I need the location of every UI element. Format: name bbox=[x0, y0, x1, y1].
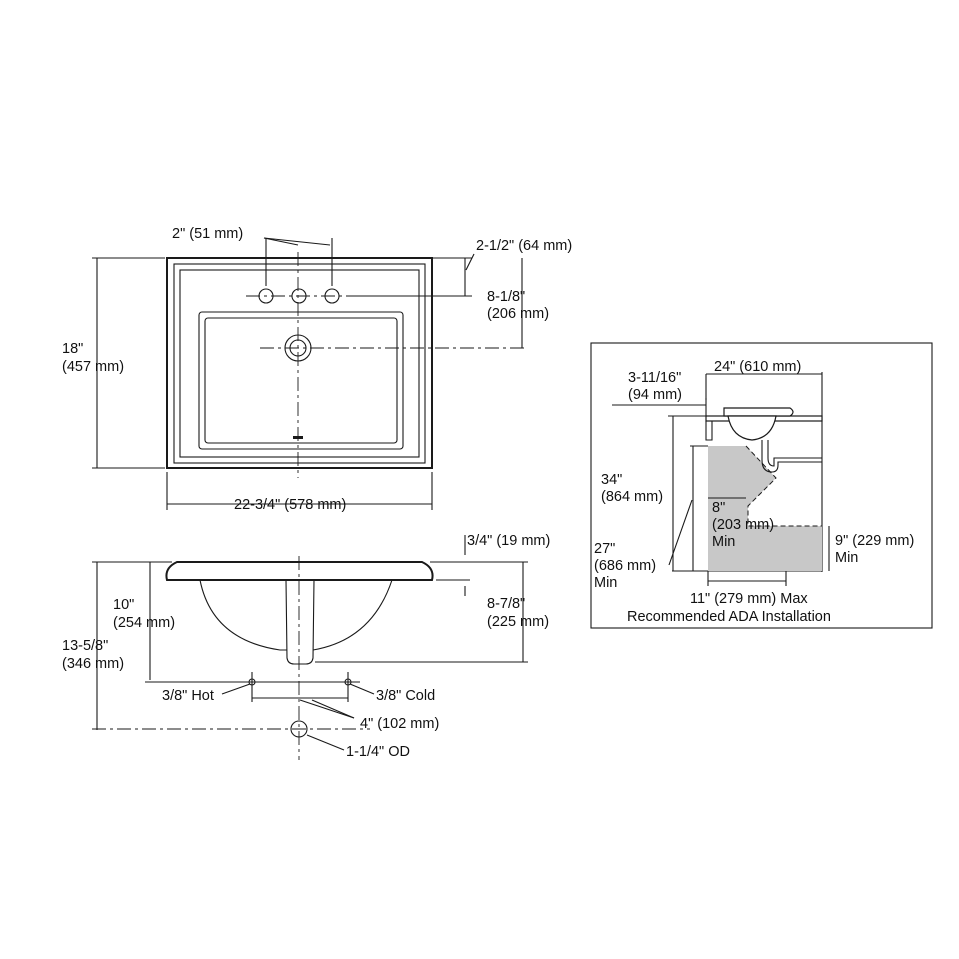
ada-frame bbox=[590, 342, 933, 629]
label-drain-offset-mm: (206 mm) bbox=[487, 306, 549, 322]
supply-leader-2 bbox=[311, 699, 355, 719]
ada-inset bbox=[590, 342, 933, 629]
knee-height-leader bbox=[668, 499, 693, 566]
hole-leader-2 bbox=[263, 237, 331, 246]
trap-outer bbox=[767, 440, 822, 467]
outlet-circle bbox=[290, 720, 308, 738]
counter-apron bbox=[705, 421, 713, 441]
label-rim-setback: 2-1/2" (64 mm) bbox=[476, 238, 572, 254]
drain-tail bbox=[285, 579, 315, 665]
rim-outer bbox=[173, 263, 426, 464]
label-ada-rim-height-in: 34" bbox=[601, 472, 622, 488]
label-hole-spacing: 2" (51 mm) bbox=[172, 226, 243, 242]
outlet-leader bbox=[306, 734, 345, 751]
bowl-outer bbox=[198, 311, 404, 450]
label-drain-offset-in: 8-1/8" bbox=[487, 289, 525, 305]
cold-leader bbox=[349, 683, 375, 695]
label-ada-caption: Recommended ADA Installation bbox=[627, 609, 831, 625]
sink-rim-profile bbox=[165, 561, 434, 581]
label-ada-max-depth: 11" (279 mm) Max bbox=[690, 591, 808, 607]
label-depth-in: 18" bbox=[62, 341, 83, 357]
label-bowl-depth-in: 10" bbox=[113, 597, 134, 613]
label-ada-toe-height: 9" (229 mm) bbox=[835, 533, 914, 549]
label-ada-knee-height-min: Min bbox=[594, 575, 617, 591]
label-ada-knee-depth-mm: (203 mm) bbox=[712, 517, 774, 533]
hot-leader bbox=[221, 683, 251, 695]
sink-outline bbox=[166, 257, 433, 469]
rim-inner bbox=[179, 269, 420, 458]
supply-leader-1 bbox=[299, 699, 355, 719]
bowl-profile bbox=[199, 579, 393, 651]
clearance-zone bbox=[708, 446, 822, 571]
label-ada-sink-depth: 24" (610 mm) bbox=[714, 359, 801, 375]
setback-leader bbox=[465, 253, 475, 271]
label-overall-in: 13-5/8" bbox=[62, 638, 108, 654]
label-ada-setback-mm: (94 mm) bbox=[628, 387, 682, 403]
top-view bbox=[92, 237, 526, 510]
label-ada-setback-in: 3-11/16" bbox=[628, 370, 681, 386]
label-ada-knee-depth-in: 8" bbox=[712, 500, 725, 516]
ada-sink-rim bbox=[723, 407, 794, 417]
label-ada-knee-depth-min: Min bbox=[712, 534, 735, 550]
label-cold: 3/8" Cold bbox=[376, 688, 435, 704]
label-width: 22-3/4" (578 mm) bbox=[234, 497, 346, 513]
ada-sink-bowl bbox=[727, 415, 777, 441]
trap bbox=[761, 440, 822, 473]
label-ada-rim-height-mm: (864 mm) bbox=[601, 489, 663, 505]
clearance-dash bbox=[745, 445, 822, 527]
label-overall-mm: (346 mm) bbox=[62, 656, 124, 672]
label-ada-knee-height-mm: (686 mm) bbox=[594, 558, 656, 574]
label-depth-mm: (457 mm) bbox=[62, 359, 124, 375]
label-hot: 3/8" Hot bbox=[162, 688, 214, 704]
label-ada-knee-height-in: 27" bbox=[594, 541, 615, 557]
labels: 2" (51 mm) 2-1/2" (64 mm) 8-1/8" (206 mm… bbox=[62, 226, 914, 760]
label-bowl-depth-mm: (254 mm) bbox=[113, 615, 175, 631]
bowl-inner bbox=[204, 317, 398, 444]
label-supply-spacing: 4" (102 mm) bbox=[360, 716, 439, 732]
label-rim-thickness: 3/4" (19 mm) bbox=[467, 533, 550, 549]
label-ada-toe-height-min: Min bbox=[835, 550, 858, 566]
label-drain-depth-mm: (225 mm) bbox=[487, 614, 549, 630]
side-view bbox=[92, 535, 528, 760]
hole-leader-1 bbox=[263, 237, 299, 246]
label-outlet: 1-1/4" OD bbox=[346, 744, 410, 760]
label-drain-depth-in: 8-7/8" bbox=[487, 596, 525, 612]
